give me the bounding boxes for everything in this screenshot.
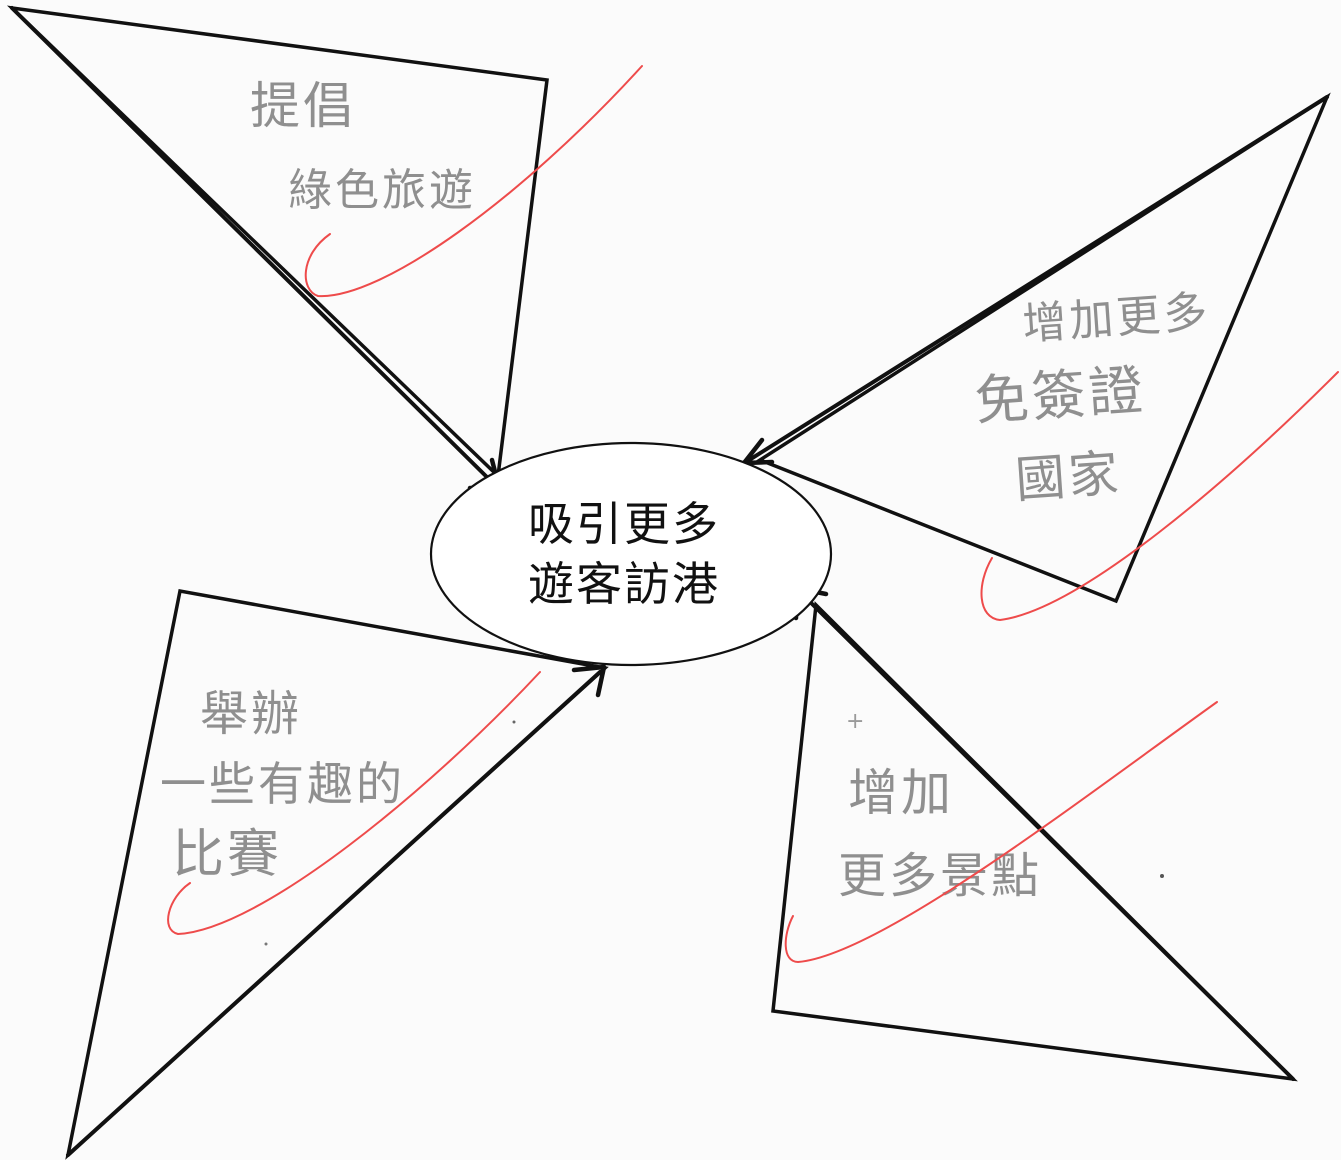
top-right-idea-line3: 國家: [1013, 444, 1123, 509]
bottom-right-arrow-shaft: [798, 590, 1295, 1081]
bottom-left-idea-line3: 比賽: [172, 825, 282, 885]
center-topic-line2: 遊客訪港: [528, 557, 720, 611]
bottom-right-idea-line1: 增加: [848, 764, 954, 822]
bottom-left-idea-line2: 一些有趣的: [160, 757, 405, 811]
bottom-left-triangle: [65, 588, 609, 1160]
top-right-check-mark: [980, 371, 1339, 622]
bottom-right-triangle: [771, 601, 1298, 1082]
bottom-right-idea-line2: 更多景點: [838, 848, 1042, 904]
top-left-idea-line2: 綠色旅遊: [288, 165, 476, 216]
center-topic-line1: 吸引更多: [528, 497, 720, 551]
paper-speck: [1160, 874, 1164, 878]
bottom-left-arrowhead: [571, 664, 607, 698]
bottom-left-arrow-shaft: [66, 670, 602, 1157]
top-right-idea-line2: 免簽證: [973, 358, 1148, 433]
bottom-right-check-mark: [784, 701, 1218, 964]
bottom-left-check-mark: [167, 671, 541, 936]
top-left-idea-line1: 提倡: [250, 77, 356, 135]
top-right-triangle: [756, 92, 1331, 604]
top-right-idea-group: 增加更多 免簽證 國家: [973, 286, 1212, 509]
top-right-idea-line1: 增加更多: [1021, 286, 1212, 350]
top-left-triangle: [6, 5, 549, 480]
paper-speck: [512, 720, 516, 724]
top-left-check-mark: [304, 65, 643, 298]
top-right-arrow-shaft: [744, 95, 1329, 464]
bottom-left-idea-line1: 舉辦: [200, 686, 302, 742]
center-topic-oval: [429, 441, 833, 667]
top-left-arrow-shaft: [10, 6, 500, 490]
paper-speck: [264, 942, 268, 946]
stray-plus-mark: +: [846, 709, 864, 734]
